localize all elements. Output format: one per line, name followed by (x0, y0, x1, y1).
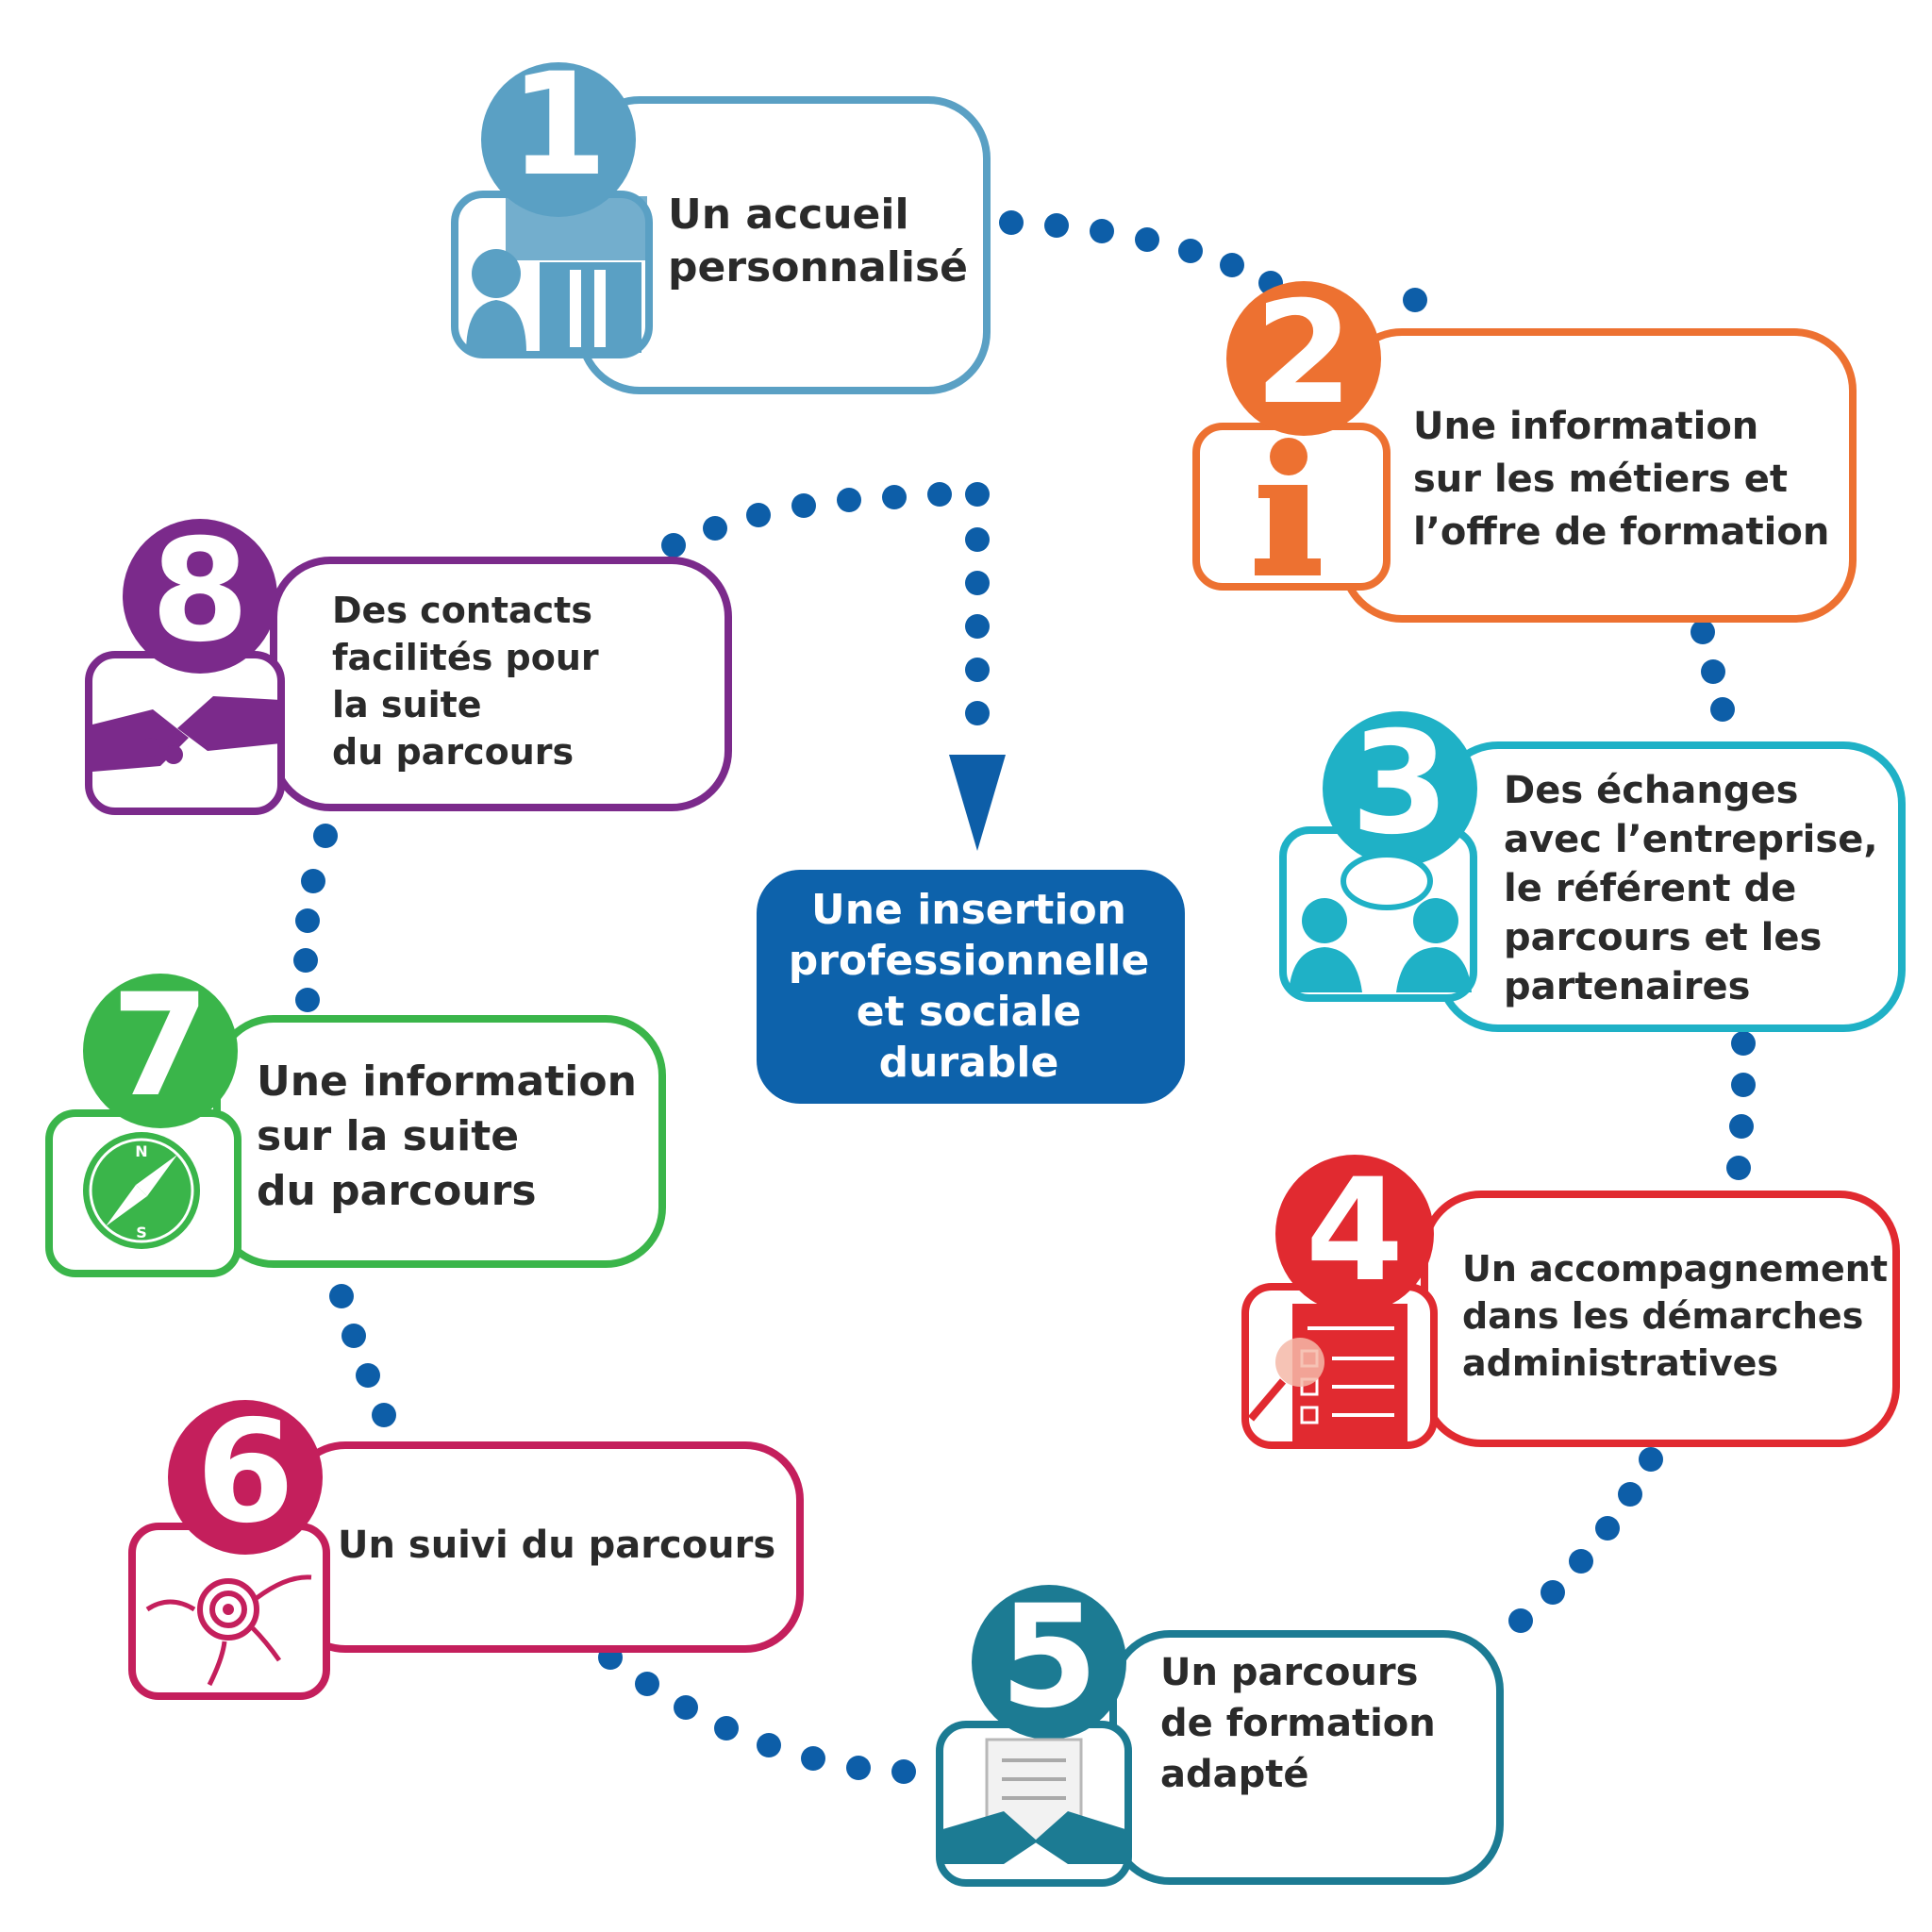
step-1-number: 1 (509, 43, 608, 208)
step-3-label: Des échanges avec l’entreprise, le référ… (1504, 769, 1878, 1008)
arrow-down-icon (949, 755, 1006, 851)
contract-handshake-icon (940, 1738, 1128, 1864)
step-4: 4 (1241, 1149, 1900, 1449)
info-icon (1255, 438, 1321, 575)
step-8-number: 8 (151, 509, 249, 674)
step-2: 2 (1192, 272, 1857, 623)
step-8-label: Des contacts facilités pour la suite du … (332, 590, 599, 773)
welcome-person-icon (466, 196, 647, 353)
step-1: 1 (451, 43, 991, 394)
step-7: 7 N S (45, 964, 666, 1277)
step-2-number: 2 (1255, 272, 1353, 436)
step-1-label: Un accueil personnalisé (668, 191, 968, 291)
step-4-number: 4 (1306, 1149, 1404, 1313)
step-8: 8 (85, 509, 732, 815)
center-outcome-label: Une insertion professionnelle et sociale… (788, 886, 1150, 1087)
compass-south-label: S (136, 1224, 147, 1241)
step-6: 6 (128, 1391, 804, 1700)
step-5-label: Un parcours de formation adapté (1160, 1651, 1436, 1796)
center-outcome-box (757, 870, 1185, 1104)
step-4-label: Un accompagnement dans les démarches adm… (1462, 1248, 1888, 1384)
step-7-label: Une information sur la suite du parcours (257, 1058, 637, 1215)
step-7-number: 7 (111, 964, 209, 1128)
target-icon (145, 1574, 312, 1687)
step-2-label: Une information sur les métiers et l’off… (1413, 405, 1830, 554)
checklist-icon (1247, 1304, 1407, 1441)
step-5-number: 5 (1000, 1575, 1098, 1740)
compass-north-label: N (135, 1142, 147, 1160)
step-3-number: 3 (1351, 702, 1449, 866)
step-3: 3 (1279, 702, 1906, 1032)
handshake-icon (92, 696, 281, 772)
step-6-label: Un suivi du parcours (338, 1524, 776, 1567)
step-6-number: 6 (196, 1391, 294, 1555)
step-5: 5 (936, 1575, 1504, 1887)
discussion-icon (1289, 852, 1472, 992)
compass-icon: N S (83, 1132, 200, 1249)
